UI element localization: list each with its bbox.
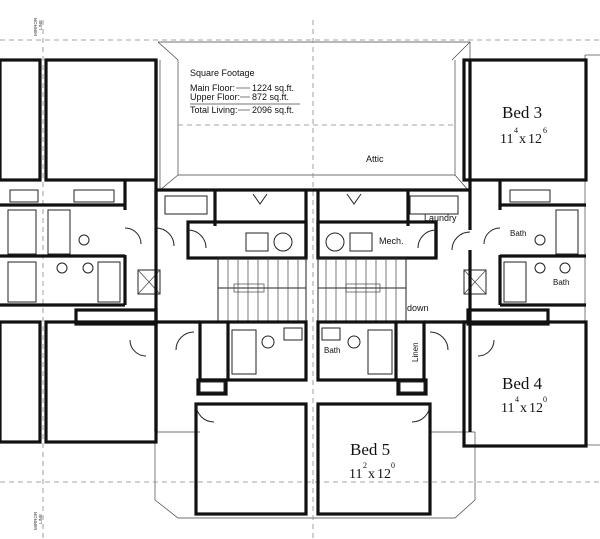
bed5-length-inches: 0 xyxy=(391,461,395,470)
mirror-line-tag-top: MIRROR LINE xyxy=(33,17,43,36)
linen-label: Linen xyxy=(411,342,420,362)
bed4-label-group: Bed 4 11 4 x 12 0 xyxy=(501,374,547,416)
room-labels: Attic Laundry Mech. down Bath Linen Bath… xyxy=(324,154,569,362)
main-floor-value: 1224 sq.ft. xyxy=(252,83,294,93)
bed4-width-inches: 4 xyxy=(515,395,519,404)
bed5-name: Bed 5 xyxy=(350,440,390,459)
mirror-line-bottom-word2: LINE xyxy=(38,514,43,524)
bed3-length-inches: 6 xyxy=(543,126,547,135)
bed5-length-feet: 12 xyxy=(377,467,391,482)
center-lower-walls xyxy=(154,190,472,432)
bath-upper-right-label: Bath xyxy=(510,229,526,238)
upper-floor-value: 872 sq.ft. xyxy=(252,92,289,102)
bed3-width-inches: 4 xyxy=(514,126,518,135)
stair-treads-right xyxy=(325,258,397,322)
main-floor-label: Main Floor: xyxy=(190,83,235,93)
bath-lower-right-label: Bath xyxy=(553,278,569,287)
stair-treads-left xyxy=(227,258,299,322)
bed4-width-feet: 11 xyxy=(501,401,514,416)
attic-label: Attic xyxy=(366,154,384,164)
bed4-name: Bed 4 xyxy=(502,374,543,393)
total-living-label: Total Living: xyxy=(190,105,238,115)
bed4-length-inches: 0 xyxy=(543,395,547,404)
mirror-line-bottom-word1: MIRROR xyxy=(33,511,38,530)
bed5-walls xyxy=(194,402,432,516)
square-footage-box: Square Footage Main Floor: 1224 sq.ft. U… xyxy=(190,68,300,115)
mirror-lines xyxy=(0,20,600,539)
bed4-dim-separator: x xyxy=(520,401,527,416)
bed3-dim-separator: x xyxy=(519,132,526,147)
mirror-line-top-word2: LINE xyxy=(38,20,43,30)
laundry-label: Laundry xyxy=(424,213,457,223)
bed5-label-group: Bed 5 11 2 x 12 0 xyxy=(349,440,395,482)
bed3-length-feet: 12 xyxy=(528,132,542,147)
bath-center-label: Bath xyxy=(324,346,340,355)
right-unit-walls xyxy=(462,58,588,448)
bed5-width-inches: 2 xyxy=(363,461,367,470)
center-top-walls xyxy=(154,60,472,260)
bed5-dim-separator: x xyxy=(368,467,375,482)
left-unit-walls xyxy=(0,58,158,444)
total-living-value: 2096 sq.ft. xyxy=(252,105,294,115)
mirror-line-top-word1: MIRROR xyxy=(33,17,38,36)
bed3-name: Bed 3 xyxy=(502,103,542,122)
bed3-width-feet: 11 xyxy=(500,132,513,147)
square-footage-heading: Square Footage xyxy=(190,68,255,78)
bed3-label-group: Bed 3 11 4 x 12 6 xyxy=(500,103,547,147)
bed5-width-feet: 11 xyxy=(349,467,362,482)
mirror-line-tag-bottom: MIRROR LINE xyxy=(33,511,43,530)
down-label: down xyxy=(407,303,429,313)
bed4-length-feet: 12 xyxy=(529,401,543,416)
mech-label: Mech. xyxy=(379,236,404,246)
stairs xyxy=(137,257,487,323)
upper-floor-label: Upper Floor: xyxy=(190,92,240,102)
